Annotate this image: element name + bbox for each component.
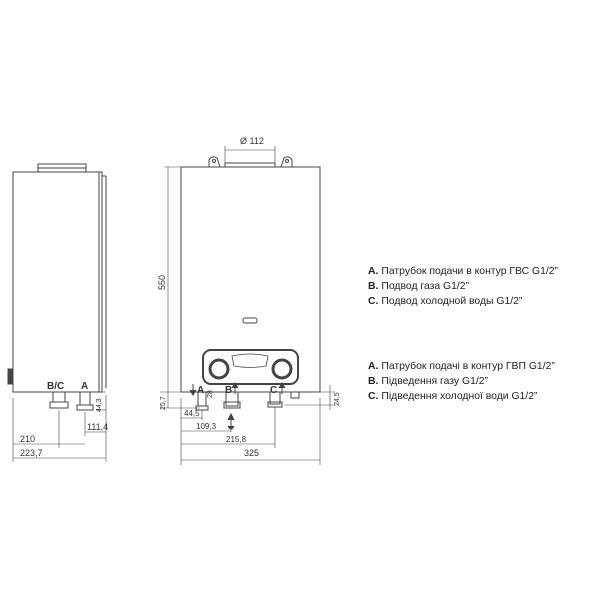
front-view-display <box>231 353 269 368</box>
side-view-knob <box>7 368 14 385</box>
front-view-fitting <box>290 391 300 399</box>
legend-key: A. <box>368 361 379 372</box>
legend-key: C. <box>368 391 379 402</box>
front-view-bracket-left <box>208 156 221 168</box>
side-view-pipe-a-nut <box>76 404 94 411</box>
dim-small: 28 <box>207 390 214 398</box>
legend-key: B. <box>368 376 379 387</box>
front-view-logo <box>242 317 258 324</box>
side-view-pipe-bc-nut <box>49 401 69 409</box>
front-view-bracket-hole <box>212 159 216 163</box>
side-view-body <box>12 171 103 393</box>
front-view-pipe-b-nut <box>223 401 241 409</box>
legend-item: C.Підведення холодної води G1/2” <box>368 389 555 404</box>
legend-item: C.Подвод холодной воды G1/2” <box>368 294 558 309</box>
legend-russian: A.Патрубок подачи в контур ГВС G1/2” B.П… <box>368 264 558 309</box>
dim-front-offset-b: 109,3 <box>196 422 217 431</box>
front-view-labels: Ø 112 550 25,7 28 A B C 24,5 44,5 109,3 … <box>157 136 341 458</box>
legend-item: A.Патрубок подачі в контур ГВП G1/2” <box>368 359 555 374</box>
front-view-body <box>180 166 321 393</box>
legend-key: A. <box>368 266 379 277</box>
side-view-labels: B/C A 44,3 111,4 210 223,7 <box>20 381 108 458</box>
legend-text: Підведення холодної води G1/2” <box>381 391 538 402</box>
arrow-b-head <box>231 382 239 389</box>
front-view-flue <box>224 162 276 168</box>
side-view-pipe-a <box>79 391 91 406</box>
dim-height: 550 <box>157 275 167 290</box>
front-view-bracket-right <box>280 156 293 168</box>
dim-diameter: Ø 112 <box>240 136 264 146</box>
dim-front-inlet-height: 25,7 <box>160 396 167 410</box>
arrow-c-head <box>278 382 286 389</box>
legend-item: A.Патрубок подачи в контур ГВС G1/2” <box>368 264 558 279</box>
dim-front-offset-a: 44,5 <box>184 409 200 418</box>
front-view <box>160 146 335 465</box>
legend-item: B.Подвод газа G1/2” <box>368 279 558 294</box>
legend-item: B.Підведення газу G1/2” <box>368 374 555 389</box>
legend-key: C. <box>368 296 379 307</box>
legend-text: Патрубок подачи в контур ГВС G1/2” <box>381 266 559 277</box>
front-view-pipe-b <box>225 391 239 407</box>
dim-side-outlet: 111,4 <box>87 422 108 432</box>
side-label-bc: B/C <box>47 381 64 392</box>
legend-text: Патрубок подачі в контур ГВП G1/2” <box>381 361 555 372</box>
legend-text: Подвод холодной воды G1/2” <box>381 296 523 307</box>
dim-side-depth-total: 223,7 <box>20 448 43 458</box>
dim-side-depth: 210 <box>20 434 35 444</box>
dim-front-right-height: 24,5 <box>334 392 341 406</box>
legend-text: Подвод газа G1/2” <box>381 281 470 292</box>
side-view <box>7 163 107 462</box>
dim-front-offset-c: 215,8 <box>226 435 247 444</box>
legend-text: Підведення газу G1/2” <box>381 376 488 387</box>
front-view-bracket-hole <box>285 159 289 163</box>
front-label-b: B <box>225 385 232 396</box>
side-view-pipe-bc <box>52 391 66 403</box>
front-view-knob-right <box>271 358 293 380</box>
front-view-pipe-c <box>269 391 281 405</box>
front-view-knob-left <box>208 358 230 380</box>
front-view-control-panel <box>202 349 299 385</box>
dim-front-width: 325 <box>244 448 259 458</box>
front-label-c: C <box>270 385 277 396</box>
arrow-gas-head <box>227 412 235 421</box>
legend-ukrainian: A.Патрубок подачі в контур ГВП G1/2” B.П… <box>368 359 555 404</box>
front-label-a: A <box>197 385 204 396</box>
legend-key: B. <box>368 281 379 292</box>
dim-side-outlet-height: 44,3 <box>96 398 103 412</box>
arrow-a-head <box>189 389 197 396</box>
side-label-a: A <box>81 381 88 392</box>
